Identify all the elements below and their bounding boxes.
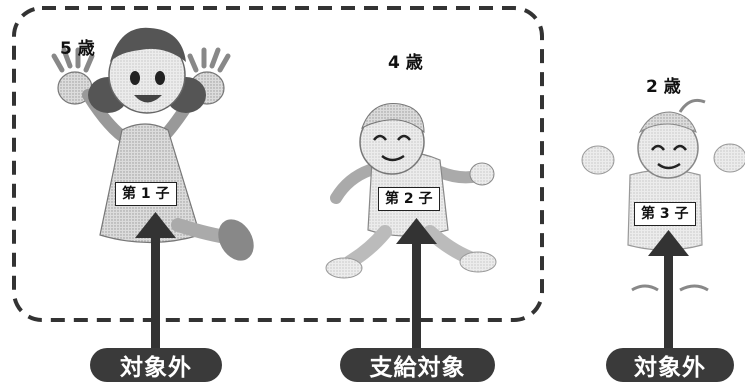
child-1-tag: 第 1 子 xyxy=(115,182,177,206)
child-2-figure xyxy=(325,103,497,279)
child-2-status: 支給対象 xyxy=(340,348,495,382)
child-3-figure xyxy=(581,98,745,292)
child-2-tag: 第 2 子 xyxy=(378,187,440,211)
child-2-age: 4 歳 xyxy=(388,53,423,73)
arrow-child-1 xyxy=(135,212,176,352)
arrow-child-2 xyxy=(396,218,437,352)
child-1-figure xyxy=(51,27,254,261)
child-1-status: 対象外 xyxy=(90,348,222,382)
arrow-child-3 xyxy=(648,230,689,352)
child-1-age: 5 歳 xyxy=(60,39,95,59)
group-dashed-frame xyxy=(12,6,544,322)
child-3-status: 対象外 xyxy=(606,348,734,382)
child-3-tag: 第 3 子 xyxy=(634,202,696,226)
child-3-age: 2 歳 xyxy=(646,77,681,97)
